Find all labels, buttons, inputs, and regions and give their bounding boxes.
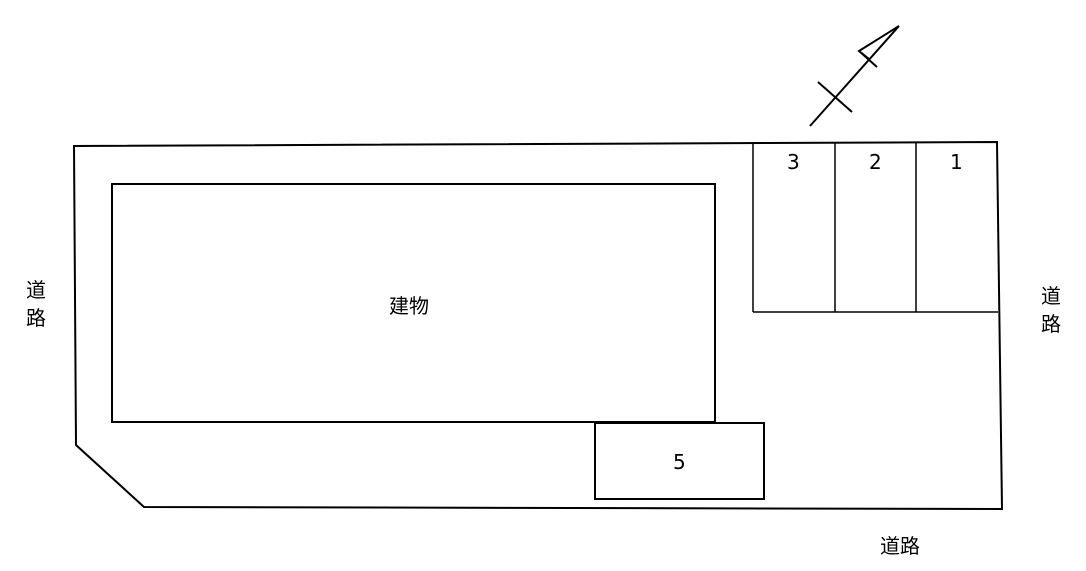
road-label-right: 道 路 [1039, 282, 1063, 338]
building-label: 建物 [389, 294, 429, 318]
road-right-char: 道 [1041, 284, 1061, 308]
road-left-char: 路 [26, 306, 46, 330]
parking-space-5-label: 5 [673, 450, 686, 474]
parking-space-5-outline [594, 422, 765, 500]
road-right-char: 路 [1041, 312, 1061, 336]
road-label-bottom: 道路 [880, 534, 920, 558]
road-label-left: 道 路 [24, 276, 48, 332]
north-arrow-icon [809, 25, 900, 127]
parking-space-2-label: 2 [869, 150, 882, 174]
parking-area [752, 143, 998, 313]
parking-space-1-label: 1 [950, 150, 963, 174]
road-left-char: 道 [26, 278, 46, 302]
parking-space-3-label: 3 [787, 150, 800, 174]
site-boundary [72, 140, 1004, 511]
building-outline [111, 183, 716, 423]
